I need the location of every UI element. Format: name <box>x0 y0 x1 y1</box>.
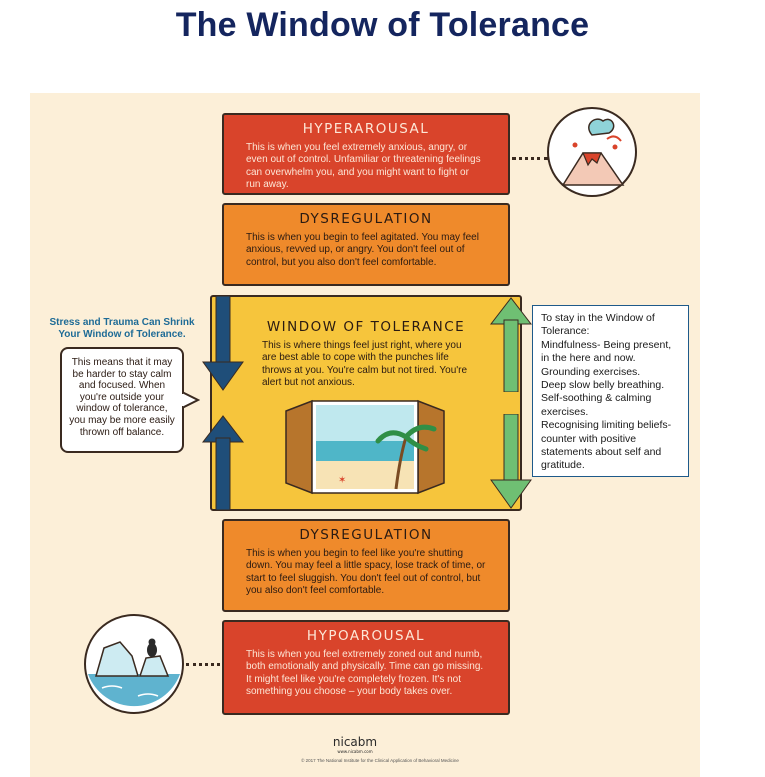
strategy-intro: To stay in the Window of Tolerance: <box>541 312 655 338</box>
hypoarousal-text: This is when you feel extremely zoned ou… <box>246 649 484 698</box>
dotted-connector-top <box>512 157 548 160</box>
dysregulation-top-text: This is when you begin to feel agitated.… <box>246 232 479 268</box>
stress-trauma-caption-line1: Stress and Trauma Can Shrink <box>49 317 195 328</box>
hypoarousal-heading: HYPOAROUSAL <box>306 628 426 644</box>
svg-text:✶: ✶ <box>338 475 346 486</box>
speech-bubble-pointer <box>182 390 200 410</box>
speech-bubble: This means that it may be harder to stay… <box>60 347 184 453</box>
iceberg-penguin-icon <box>84 614 184 714</box>
speech-bubble-text: This means that it may be harder to stay… <box>69 357 175 438</box>
expand-down-arrow-icon <box>490 414 532 509</box>
stress-trauma-caption-line2: Your Window of Tolerance. <box>58 328 186 340</box>
dysregulation-top-heading: DYSREGULATION <box>299 211 433 227</box>
window-beach-icon: ✶ <box>285 399 445 495</box>
strategy-item: Mindfulness- Being present, in the here … <box>541 338 672 365</box>
hyperarousal-text: This is when you feel extremely anxious,… <box>246 142 481 191</box>
logo-name: nicabm <box>332 735 378 749</box>
dysregulation-bottom-box: DYSREGULATION This is when you begin to … <box>222 519 510 612</box>
strategy-item: Deep slow belly breathing. <box>541 379 665 392</box>
dotted-connector-bottom <box>186 663 220 666</box>
volcano-icon <box>547 107 637 197</box>
dysregulation-bottom-text: This is when you begin to feel like you'… <box>246 548 486 597</box>
arrow-down-icon <box>202 296 244 391</box>
dysregulation-top-box: DYSREGULATION This is when you begin to … <box>222 203 510 286</box>
hypoarousal-box: HYPOAROUSAL This is when you feel extrem… <box>222 620 510 715</box>
dysregulation-bottom-heading: DYSREGULATION <box>299 527 433 543</box>
coping-strategies-panel: To stay in the Window of Tolerance: Mind… <box>532 305 689 477</box>
nicabm-logo: nicabm www.nicabm.com <box>325 735 385 754</box>
stress-trauma-caption: Stress and Trauma Can Shrink Your Window… <box>37 317 207 340</box>
hyperarousal-heading: HYPERAROUSAL <box>302 121 430 137</box>
hyperarousal-box: HYPERAROUSAL This is when you feel extre… <box>222 113 510 195</box>
window-heading: WINDOW OF TOLERANCE <box>266 319 466 335</box>
window-text: This is where things feel just right, wh… <box>262 340 468 389</box>
strategy-item: Recognising limiting beliefs- counter wi… <box>541 419 672 472</box>
logo-url: www.nicabm.com <box>337 749 373 754</box>
strategy-item: Self-soothing & calming exercises. <box>541 392 652 418</box>
page-title: The Window of Tolerance <box>175 6 590 44</box>
strategy-item: Grounding exercises. <box>541 365 641 378</box>
expand-up-arrow-icon <box>489 297 533 392</box>
copyright-text: © 2017 The National Institute for the Cl… <box>301 758 459 763</box>
arrow-up-icon <box>201 415 245 510</box>
